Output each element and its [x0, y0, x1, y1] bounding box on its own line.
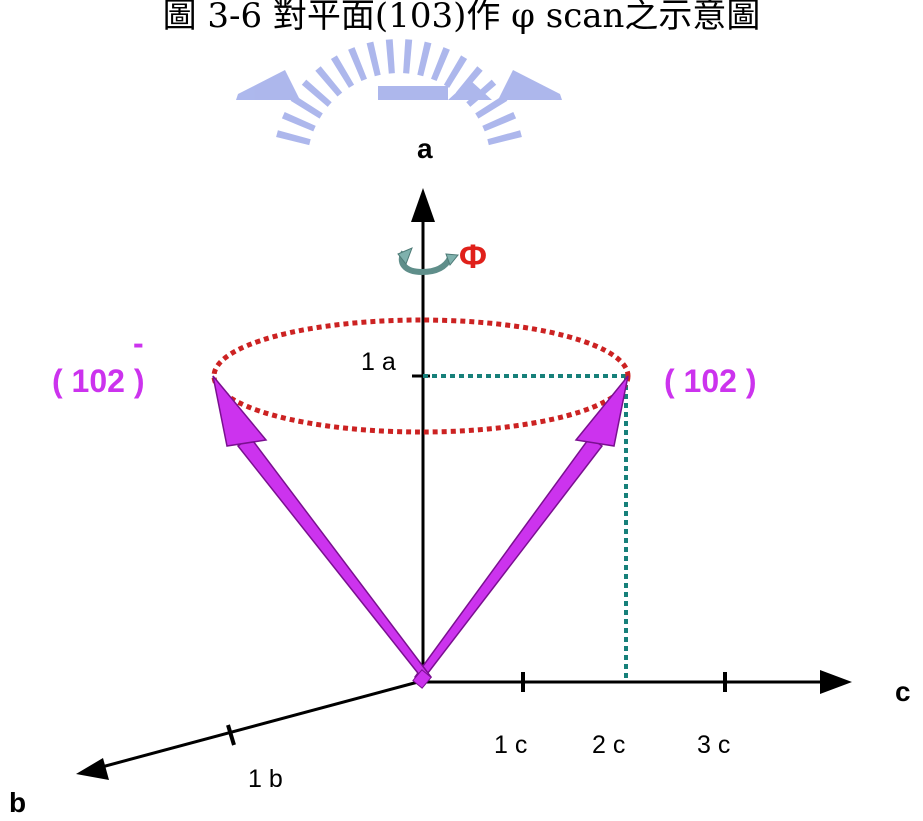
- b-axis-line: [97, 680, 419, 770]
- overbar-mark: -: [133, 325, 144, 361]
- tick-label-1b: 1 b: [248, 765, 283, 793]
- logo-ray: [348, 47, 367, 81]
- tick-label-1c: 1 c: [494, 731, 527, 759]
- c-axis-label: c: [895, 676, 911, 707]
- plane-label-102-bar: ( 102 ): [52, 363, 144, 399]
- plane-label-102: ( 102 ): [664, 363, 756, 399]
- logo-ray: [281, 112, 316, 132]
- tick-label-2c: 2 c: [592, 731, 625, 759]
- logo-ray: [366, 41, 381, 77]
- a-axis-label: a: [417, 133, 433, 164]
- logo-ray: [276, 130, 311, 146]
- logo-ray: [315, 66, 343, 97]
- logo-ray: [403, 39, 413, 74]
- origin-marker: [412, 669, 432, 689]
- logo-ray: [475, 95, 508, 119]
- logo-ray: [417, 41, 432, 77]
- logo-base-left: [236, 70, 300, 100]
- figure-caption: 圖 3-6 對平面(103)作 φ scan之示意圖: [162, 0, 761, 36]
- phi-symbol: Φ: [459, 238, 487, 276]
- logo-ray: [487, 130, 522, 146]
- vector-102: [413, 375, 629, 684]
- logo-ray: [431, 47, 450, 81]
- logo-ray: [330, 55, 355, 88]
- b-axis-arrowhead: [76, 758, 109, 780]
- c-axis-arrowhead: [820, 670, 852, 694]
- logo-ray: [290, 95, 323, 119]
- a-axis-arrowhead: [411, 188, 435, 222]
- rotation-arrow-icon: [397, 247, 459, 276]
- logo-center-roof: [448, 80, 492, 100]
- logo-center-block: [378, 86, 448, 100]
- logo-base-right: [498, 70, 562, 100]
- tick-label-3c: 3 c: [697, 731, 730, 759]
- logo-ray: [385, 39, 395, 74]
- vector-10-2bar: [212, 375, 433, 684]
- logo-ray: [482, 112, 517, 132]
- university-logo-watermark: [236, 39, 562, 146]
- tick-1b: [226, 724, 236, 746]
- logo-ray: [301, 79, 332, 107]
- logo-ray: [443, 55, 468, 88]
- logo-rays: [276, 39, 522, 146]
- b-axis-label: b: [9, 787, 26, 816]
- tick-label-1a: 1 a: [361, 348, 396, 376]
